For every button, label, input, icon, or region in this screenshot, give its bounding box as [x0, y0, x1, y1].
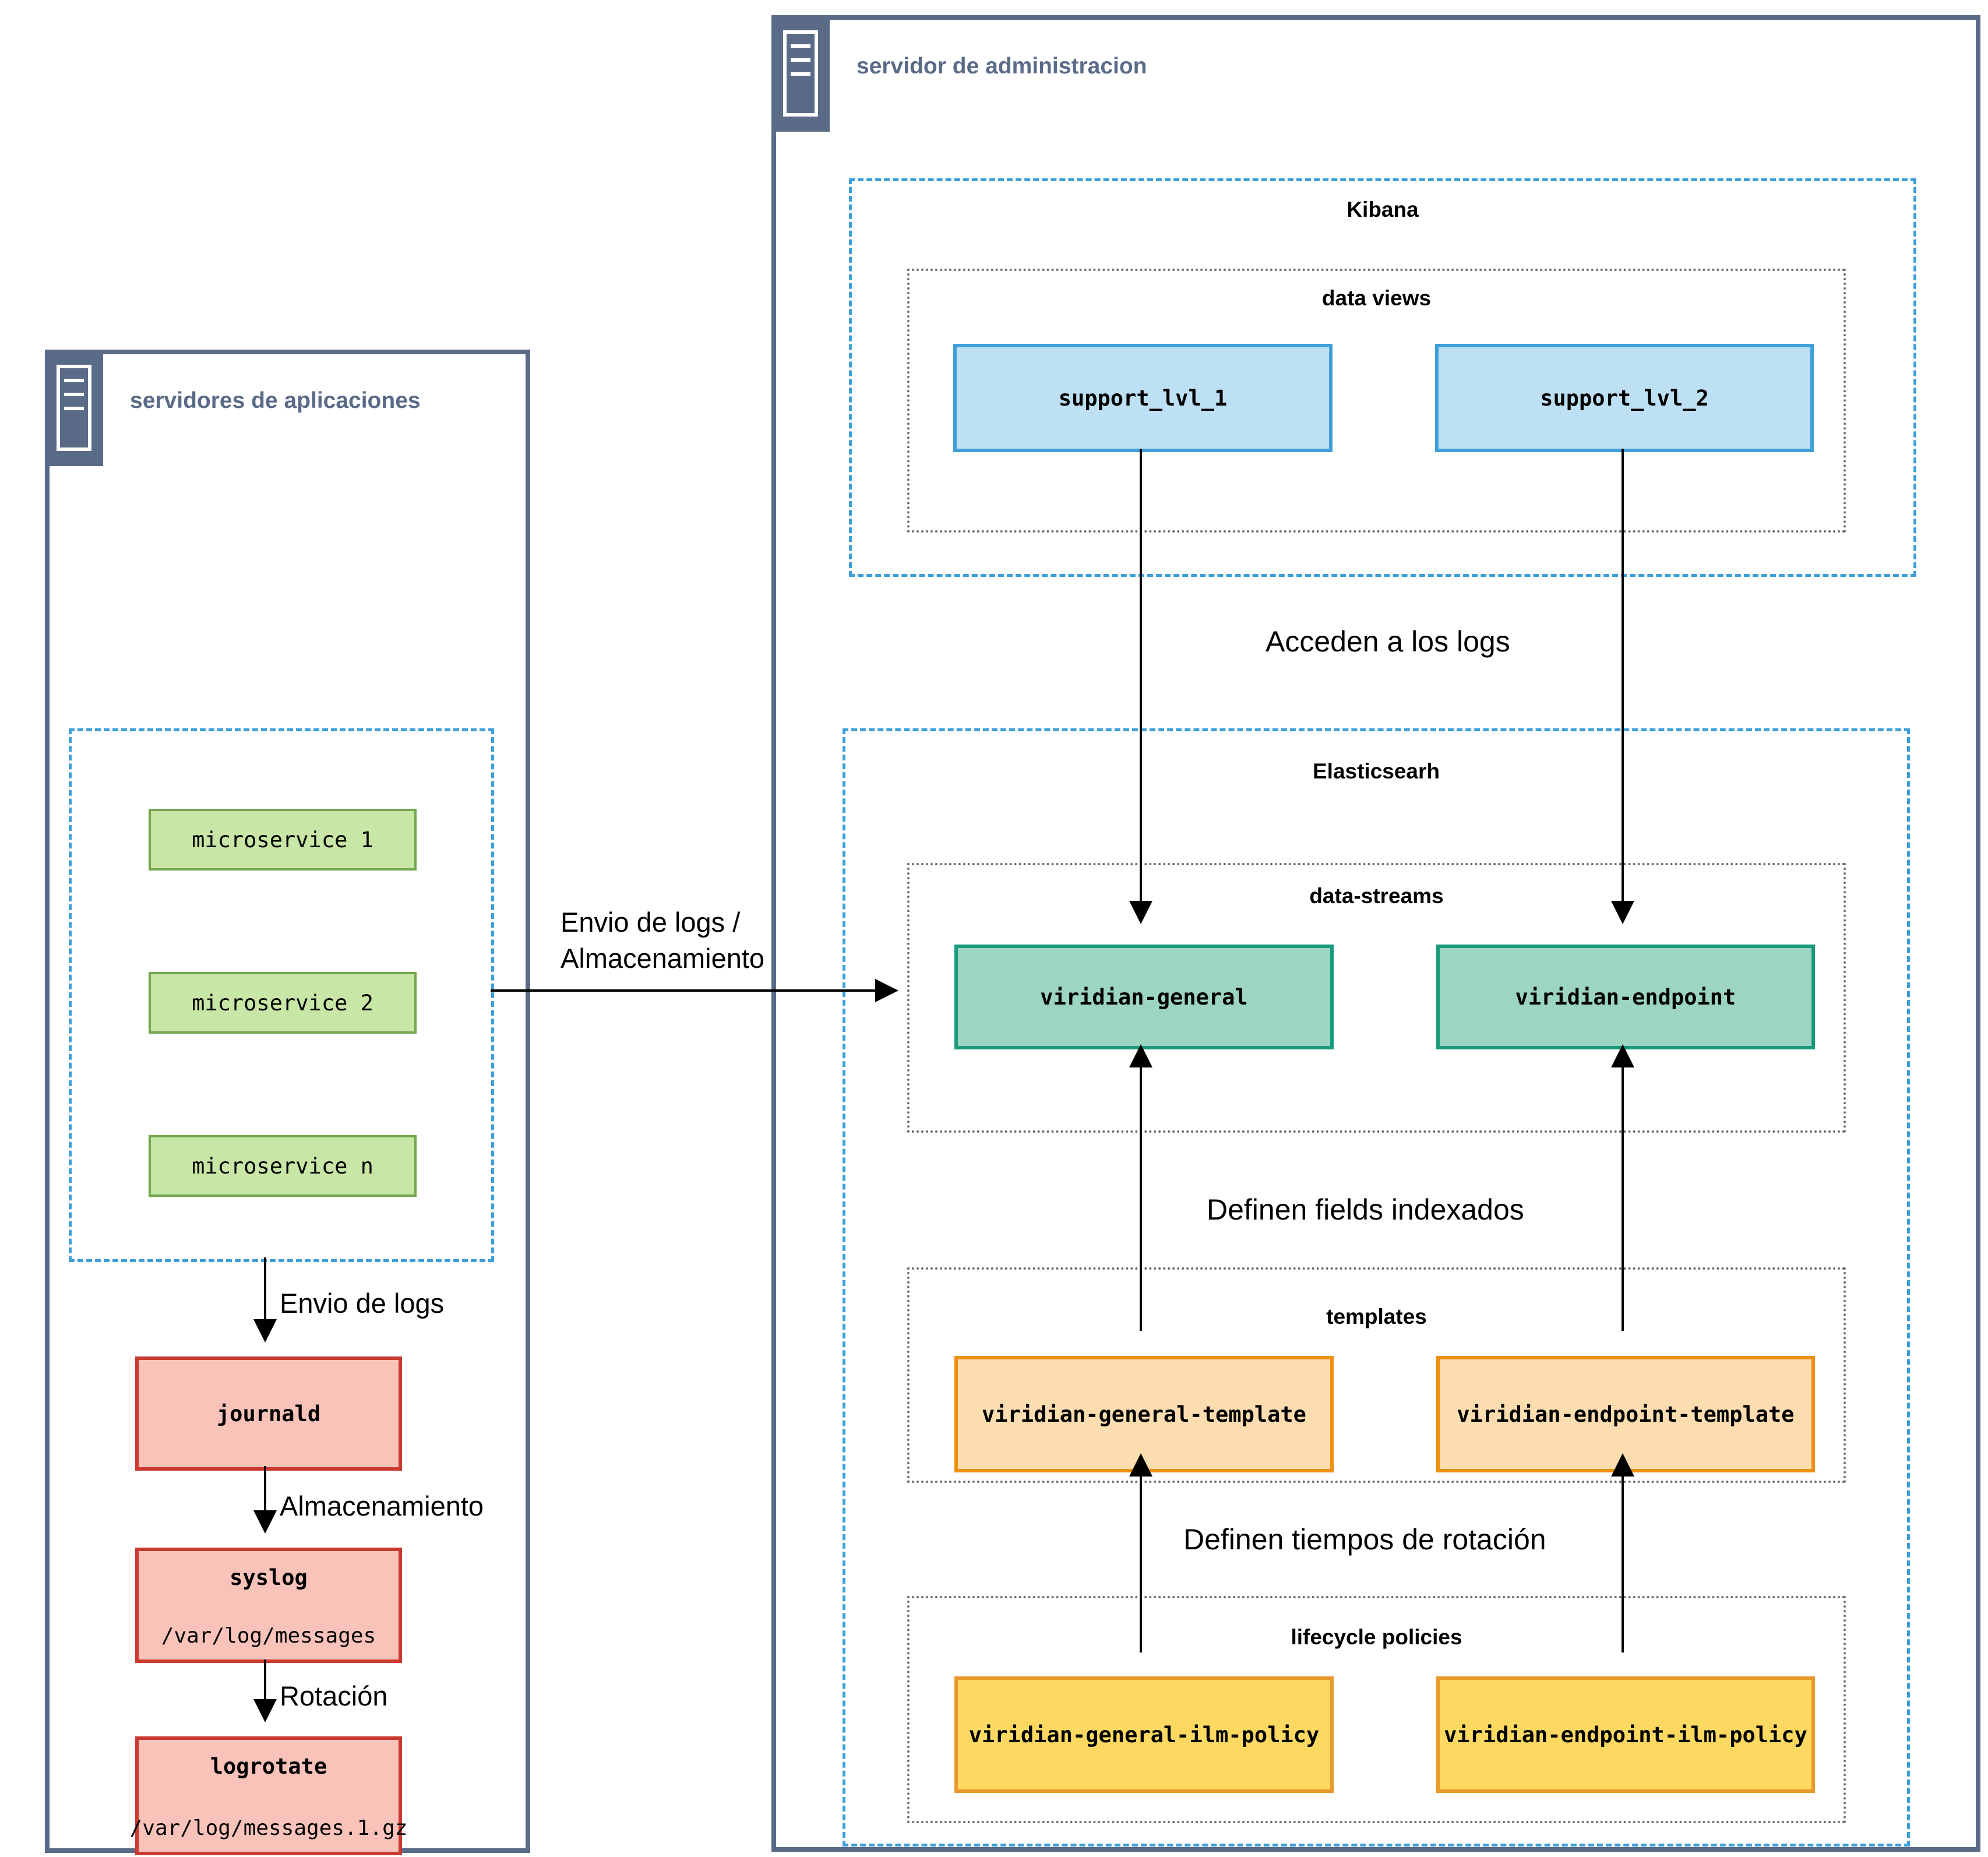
- syslog-path: /var/log/messages: [161, 1624, 376, 1648]
- microservices-group: [69, 728, 494, 1262]
- data-streams-title: data-streams: [1309, 884, 1444, 908]
- templates-title: templates: [1326, 1305, 1427, 1329]
- syslog-box: syslog /var/log/messages: [135, 1548, 402, 1663]
- transfer-arrow-label-line1: Envio de logs /: [561, 907, 741, 938]
- viridian-general-ilm-policy-box: viridian-general-ilm-policy: [954, 1676, 1334, 1793]
- transfer-arrow-label: Envio de logs / Almacenamiento: [561, 904, 764, 977]
- viridian-endpoint-ilm-policy-box: viridian-endpoint-ilm-policy: [1436, 1676, 1815, 1793]
- data-views-title: data views: [1321, 286, 1432, 310]
- viridian-endpoint-template-box: viridian-endpoint-template: [1436, 1356, 1815, 1472]
- app-servers-title: servidores de aplicaciones: [130, 388, 421, 413]
- lifecycle-policies-title: lifecycle policies: [1291, 1625, 1462, 1649]
- server-icon: [45, 350, 103, 466]
- server-tower-icon: [783, 30, 818, 117]
- definen-fields-label: Definen fields indexados: [1207, 1193, 1524, 1226]
- transfer-arrow-label-line2: Almacenamiento: [561, 943, 765, 974]
- rotacion-label: Rotación: [280, 1680, 388, 1711]
- journald-box: journald: [135, 1356, 402, 1471]
- data-views-group: data views support_lvl_1 support_lvl_2: [907, 269, 1846, 533]
- templates-group: templates viridian-general-template viri…: [907, 1267, 1846, 1483]
- app-servers-container: servidores de aplicaciones microservice …: [45, 350, 530, 1855]
- kibana-title: Kibana: [1347, 198, 1419, 221]
- lifecycle-policies-group: lifecycle policies viridian-general-ilm-…: [907, 1596, 1846, 1823]
- admin-server-container: servidor de administracion Kibana data v…: [771, 15, 1980, 1852]
- support-lvl-1-box: support_lvl_1: [953, 344, 1333, 452]
- envio-de-logs-label: Envio de logs: [280, 1288, 445, 1319]
- almacenamiento-label: Almacenamiento: [280, 1490, 484, 1521]
- server-icon: [771, 15, 830, 132]
- server-tower-icon: [57, 365, 91, 451]
- logrotate-title: logrotate: [210, 1754, 327, 1779]
- microservice-box: microservice 2: [149, 972, 417, 1034]
- elasticsearch-title: Elasticsearh: [1312, 759, 1440, 783]
- logrotate-path: /var/log/messages.1.gz: [129, 1816, 408, 1840]
- viridian-general-template-box: viridian-general-template: [954, 1356, 1334, 1472]
- elasticsearch-group: Elasticsearh data-streams viridian-gener…: [843, 728, 1910, 1847]
- microservice-box: microservice 1: [149, 809, 417, 871]
- data-streams-group: data-streams viridian-general viridian-e…: [907, 863, 1846, 1133]
- logrotate-box: logrotate /var/log/messages.1.gz: [130, 1736, 407, 1855]
- definen-tiempos-label: Definen tiempos de rotación: [1183, 1523, 1546, 1556]
- microservice-box: microservice n: [149, 1135, 417, 1197]
- viridian-general-box: viridian-general: [954, 945, 1334, 1049]
- support-lvl-2-box: support_lvl_2: [1435, 344, 1814, 452]
- syslog-title: syslog: [230, 1565, 308, 1590]
- kibana-group: Kibana data views support_lvl_1 support_…: [849, 178, 1916, 577]
- acceden-label: Acceden a los logs: [1266, 625, 1510, 658]
- viridian-endpoint-box: viridian-endpoint: [1436, 945, 1815, 1049]
- admin-server-title: servidor de administracion: [856, 54, 1147, 79]
